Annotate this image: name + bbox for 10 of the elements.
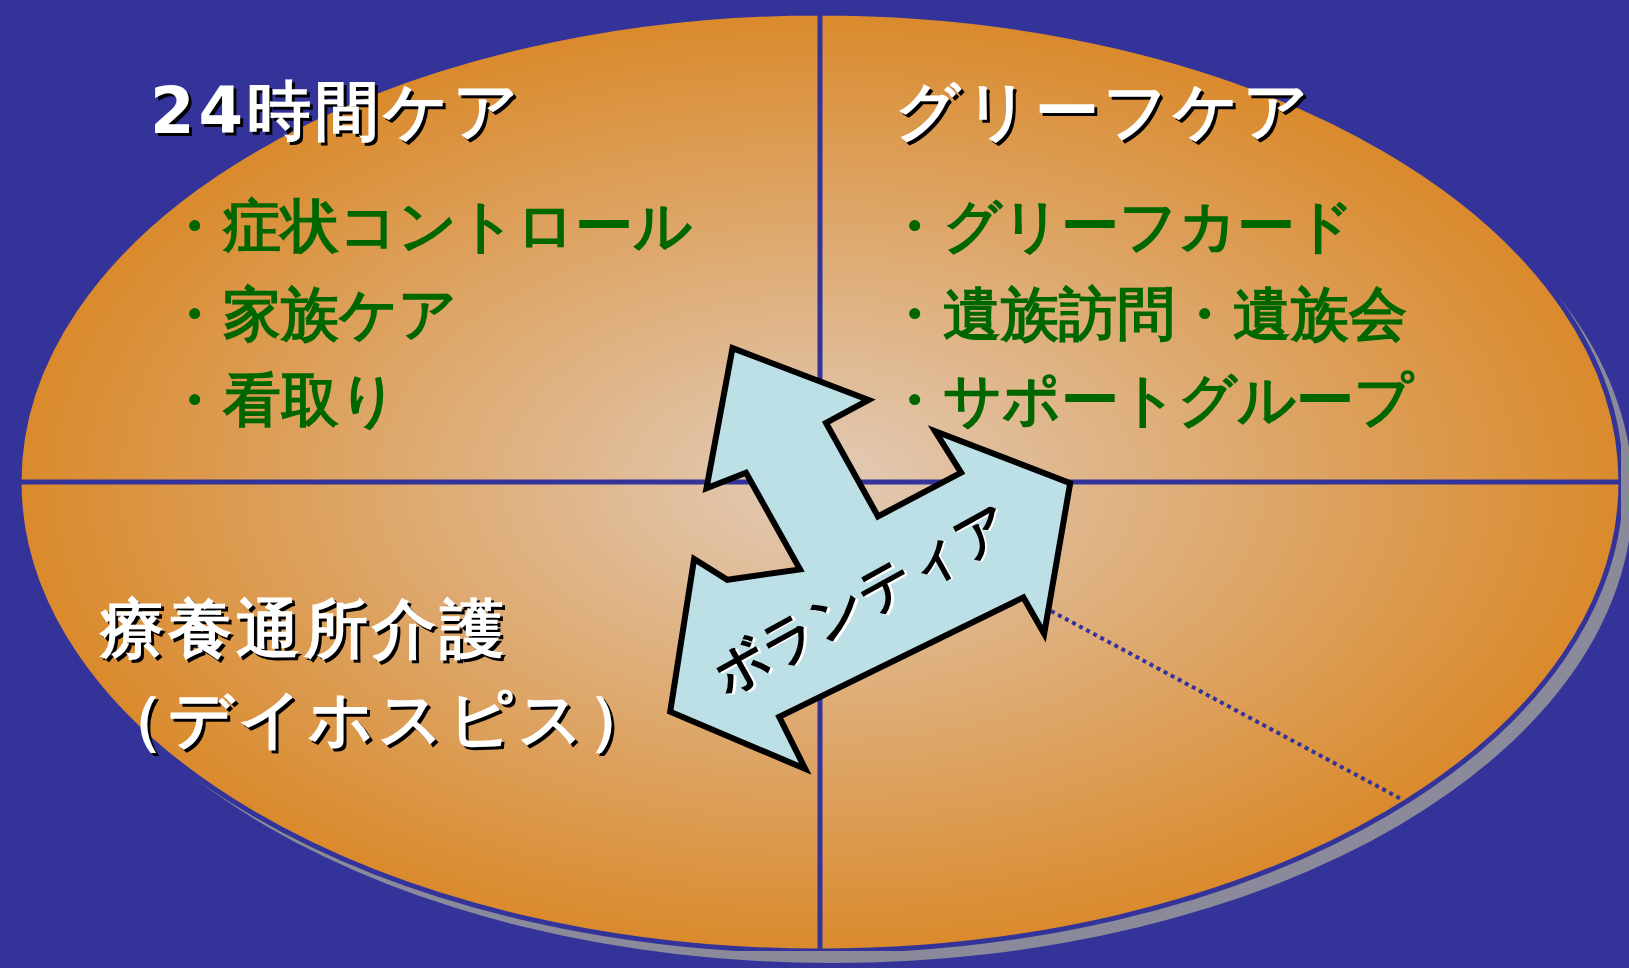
heading: 療養通所介護（デイホスピス）	[100, 591, 657, 758]
list-item: ・症状コントロール	[165, 191, 692, 262]
list-item: ・グリーフカード	[885, 191, 1354, 262]
leader-line	[1050, 609, 1404, 802]
heading: グリーフケア	[895, 73, 1313, 150]
list-item: ・遺族訪問・遺族会	[885, 279, 1407, 350]
list-item: ・サポートグループ	[885, 365, 1413, 436]
arrow-label: ボランティア	[700, 490, 1023, 709]
list-item: ・看取り	[165, 365, 398, 436]
list-item: ・家族ケア	[165, 279, 457, 350]
